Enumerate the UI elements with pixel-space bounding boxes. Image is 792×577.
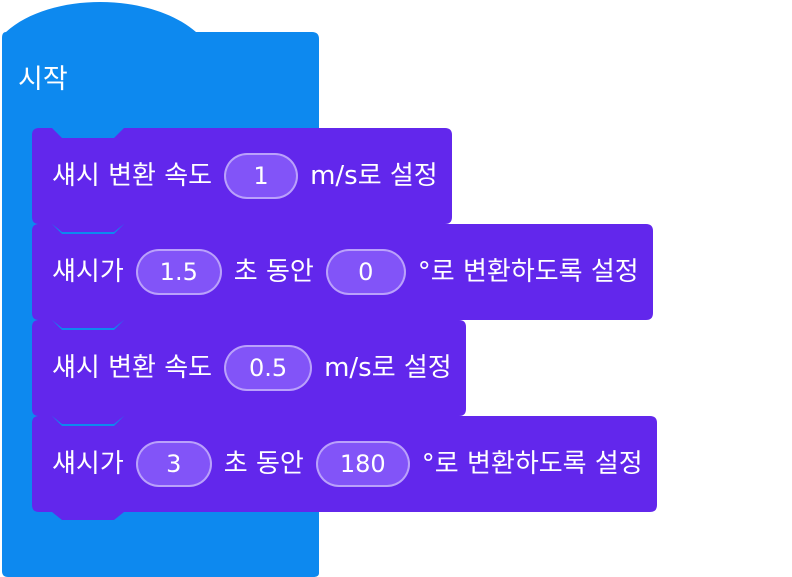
block-content: 섀시 변환 속도 0.5 m/s로 설정 [32, 320, 452, 416]
block-text-suffix: m/s로 설정 [310, 161, 438, 191]
duration-seconds-input[interactable]: 3 [135, 441, 212, 487]
block-text-prefix: 섀시가 [52, 257, 124, 287]
duration-seconds-input[interactable]: 1.5 [135, 249, 222, 295]
angle-degrees-input[interactable]: 0 [325, 249, 406, 295]
speed-value-input[interactable]: 1 [224, 153, 299, 199]
block-text-suffix: °로 변환하도록 설정 [421, 449, 643, 479]
block-text-prefix: 섀시 변환 속도 [52, 353, 213, 383]
block-content: 섀시가 3 초 동안 180 °로 변환하도록 설정 [32, 416, 643, 512]
block-text-middle: 초 동안 [233, 257, 314, 287]
block-text-prefix: 섀시 변환 속도 [52, 161, 213, 191]
block-text-suffix: °로 변환하도록 설정 [417, 257, 639, 287]
block-content: 섀시가 1.5 초 동안 0 °로 변환하도록 설정 [32, 224, 639, 320]
speed-value-input[interactable]: 0.5 [224, 345, 313, 391]
angle-degrees-input[interactable]: 180 [315, 441, 410, 487]
block-content: 섀시 변환 속도 1 m/s로 설정 [32, 128, 438, 224]
start-block-label: 시작 [18, 64, 68, 95]
block-text-middle: 초 동안 [223, 449, 304, 479]
block-text-suffix: m/s로 설정 [324, 353, 452, 383]
block-text-prefix: 섀시가 [52, 449, 124, 479]
